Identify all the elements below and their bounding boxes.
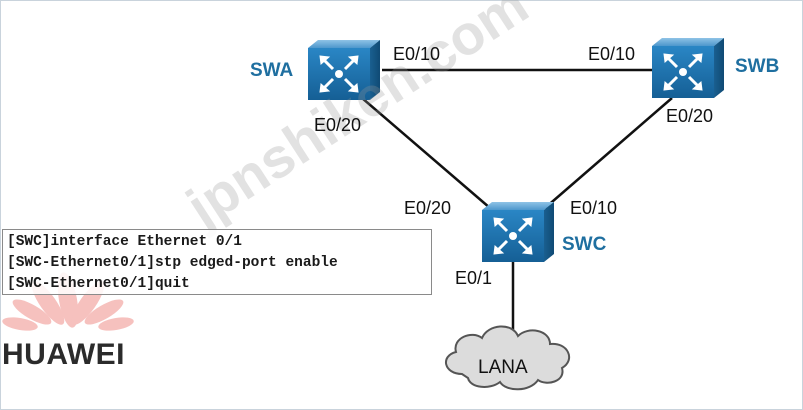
port-label-swb-e0-20: E0/20 (666, 106, 714, 126)
device-label-swa: SWA (250, 60, 294, 81)
port-label-swc-e0-1: E0/1 (455, 268, 493, 288)
cli-command: quit (154, 276, 190, 292)
cli-prompt: [SWC-Ethernet0/1] (7, 276, 155, 292)
device-label-swb: SWB (735, 56, 780, 77)
cli-command: interface Ethernet 0/1 (50, 234, 242, 250)
cli-line-1: [SWC]interface Ethernet 0/1 (7, 232, 431, 253)
device-label-swc: SWC (562, 234, 607, 255)
port-label-swc-e0-20: E0/20 (404, 198, 452, 218)
cli-line-2: [SWC-Ethernet0/1]stp edged-port enable (7, 253, 431, 274)
cli-prompt: [SWC] (7, 234, 51, 250)
port-label-swa-e0-20: E0/20 (314, 115, 362, 135)
port-label-swc-e0-10: E0/10 (570, 198, 618, 218)
link-swb-swc (544, 97, 673, 209)
port-label-swa-e0-10: E0/10 (393, 44, 441, 64)
huawei-logo-text: HUAWEI (2, 338, 125, 371)
port-label-swb-e0-10: E0/10 (588, 44, 636, 64)
cloud-lana-icon (445, 325, 571, 391)
cli-line-3: [SWC-Ethernet0/1]quit (7, 274, 431, 295)
lan-label: LANA (478, 357, 528, 378)
link-swa-swc (361, 97, 491, 209)
cli-prompt: [SWC-Ethernet0/1] (7, 255, 155, 271)
switch-swb-icon (650, 36, 726, 100)
cli-config-box: [SWC]interface Ethernet 0/1 [SWC-Etherne… (2, 229, 432, 295)
switch-swc-icon (480, 200, 556, 264)
cli-command: stp edged-port enable (154, 255, 338, 271)
